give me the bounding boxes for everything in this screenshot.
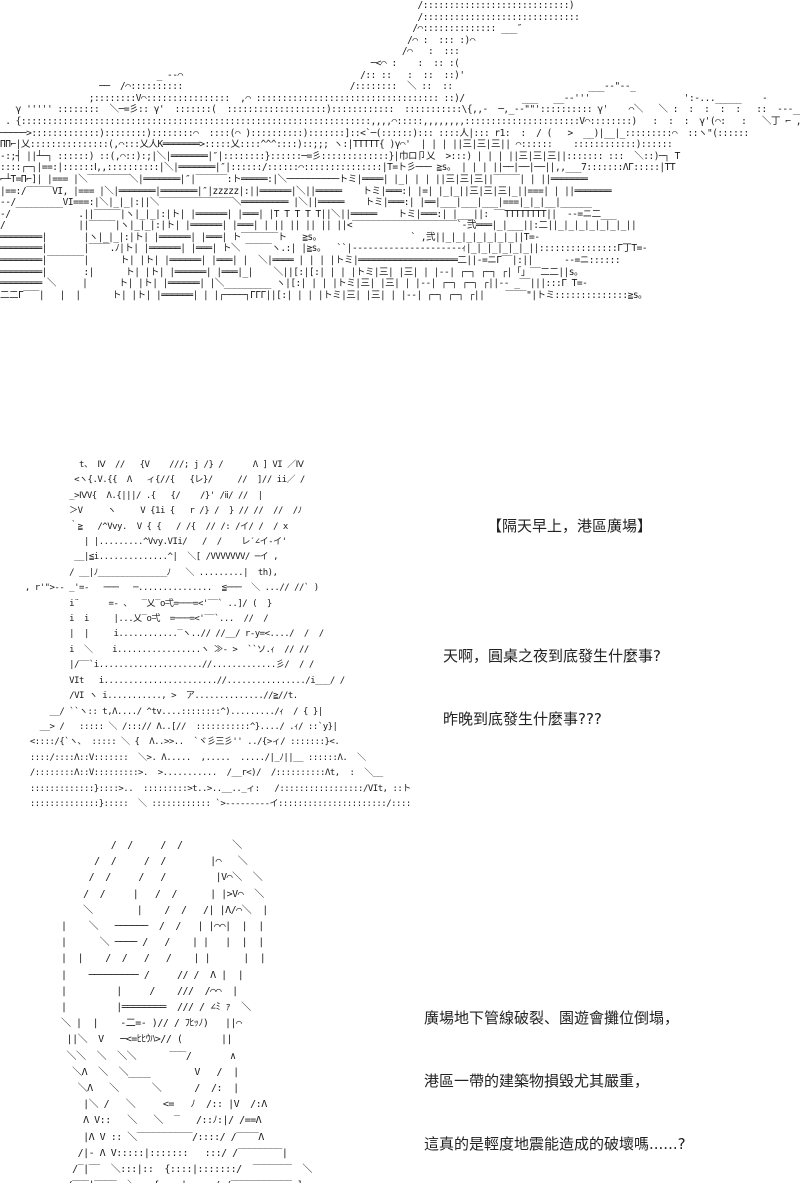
scene-title-caption: 【隔天早上，港區廣場】: [487, 517, 653, 535]
dialogue-line: 廣場地下管線破裂、園遊會攤位倒塌，: [424, 1009, 680, 1027]
dialogue-line: 這真的是輕度地震能造成的破壞嗎......?: [424, 1135, 686, 1153]
harbor-cityscape-ascii-art: /::::::::::::::::::::::::::::) /::::::::…: [0, 0, 800, 301]
character-surprised-ascii-art: t、 Ⅳ // {V ///; j /} / Λ ] VI ／Ⅳ <ヽ{.V.{…: [24, 460, 410, 808]
dialogue-panel-1: 天啊，圓桌之夜到底發生什麼事? 昨晚到底發生什麼事???: [443, 604, 661, 751]
dialogue-line: 港區一帶的建築物損毀尤其嚴重，: [424, 1072, 650, 1090]
dialogue-panel-2: 廣場地下管線破裂、園遊會攤位倒塌， 港區一帶的建築物損毀尤其嚴重， 這真的是輕度…: [424, 966, 686, 1176]
dialogue-line: 天啊，圓桌之夜到底發生什麼事?: [443, 647, 661, 665]
character-shadowed-face-ascii-art: / / / / ＼ / / / / |⌒ ＼ / / / / |V⌒＼ ＼ / …: [61, 840, 319, 1183]
dialogue-line: 昨晚到底發生什麼事???: [443, 710, 602, 728]
